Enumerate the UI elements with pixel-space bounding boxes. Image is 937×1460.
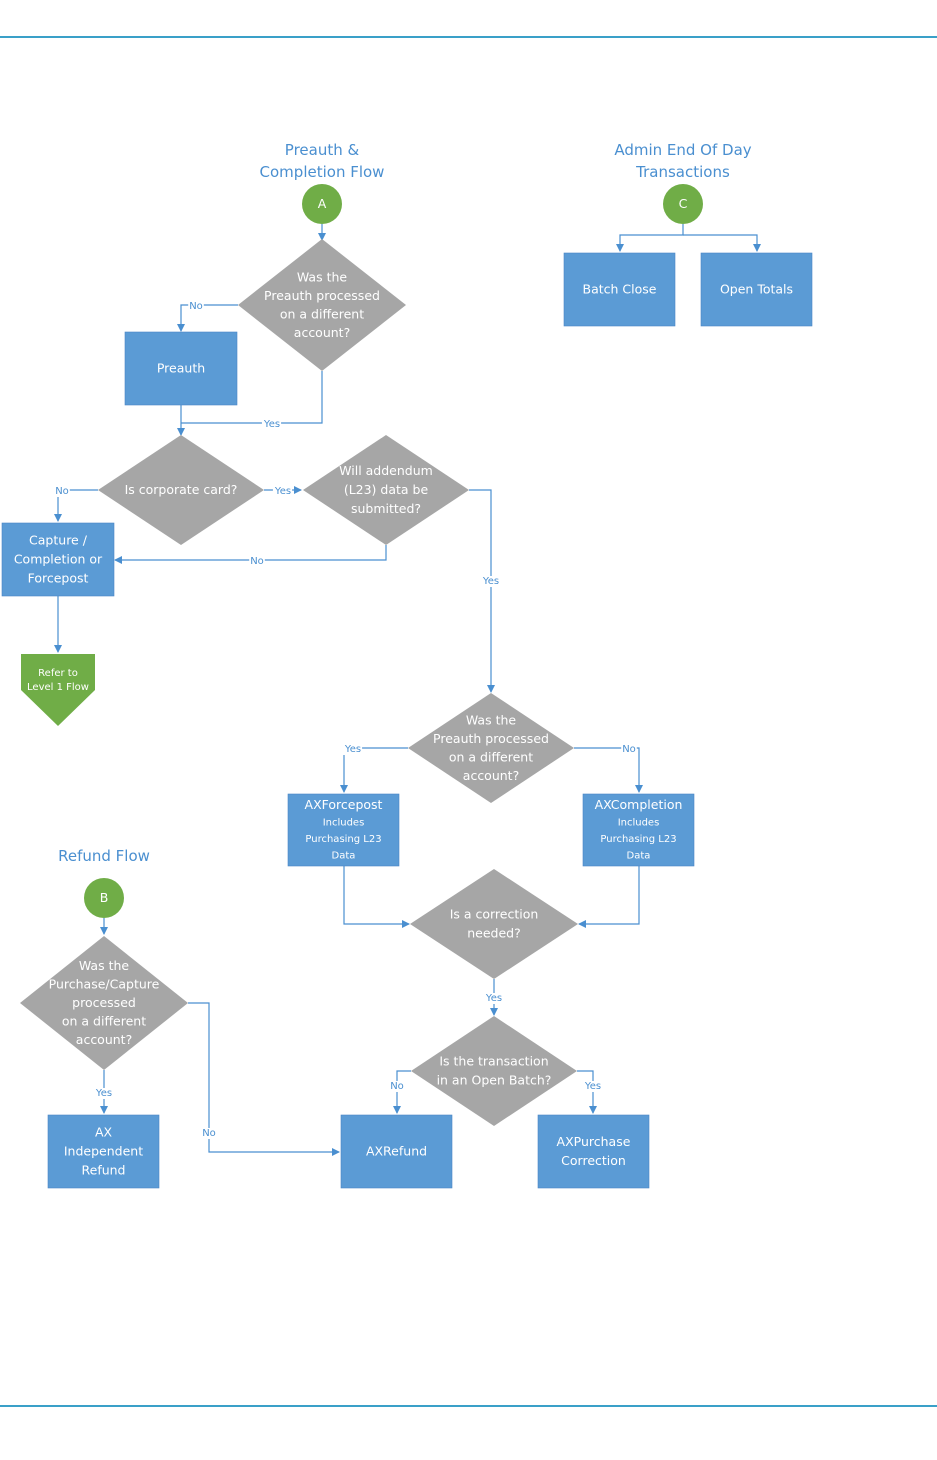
decision-purchase-capture-different-account-text: Was the (79, 958, 130, 973)
edge-q1-no (177, 304, 238, 332)
refer-to-level1-offpage-text: Level 1 Flow (27, 682, 89, 693)
ax-independent-refund-box-text: Independent (64, 1144, 143, 1159)
decision-purchase-capture-different-account-text: account? (76, 1032, 132, 1047)
decision-correction-needed-text: Is a correction (450, 907, 539, 922)
edge-label-no-4: No (622, 744, 636, 755)
axforcepost-box-text: AXForcepost (305, 797, 383, 812)
decision-addendum-data-text: submitted? (351, 501, 421, 516)
connector-a: A (302, 184, 342, 224)
edge-label-yes-6: Yes (584, 1081, 601, 1092)
connector-a-text: A (318, 196, 327, 211)
axforcepost-box-text: Purchasing L23 (305, 834, 381, 845)
connector-c: C (663, 184, 703, 224)
open-totals-box: Open Totals (700, 252, 813, 327)
edge-addendum-no (114, 545, 387, 564)
decision-purchase-capture-different-account-text: Purchase/Capture (49, 977, 160, 992)
open-totals-box-text: Open Totals (720, 282, 793, 297)
edge-addendum-yes (469, 489, 495, 693)
edge-openbatch-no (393, 1070, 411, 1114)
axrefund-box-text: AXRefund (366, 1144, 427, 1159)
decision-preauth-different-account-2-text: Was the (466, 712, 517, 727)
edge-q1-yes (181, 371, 323, 424)
decision-preauth-different-account-2-text: account? (463, 768, 519, 783)
decision-preauth-different-account-2-text: Preauth processed (433, 731, 549, 746)
connector-c-text: C (679, 196, 688, 211)
edge-label-yes-7: Yes (95, 1088, 112, 1099)
preauth-box: Preauth (124, 331, 238, 406)
axpurchase-correction-box-text: Correction (561, 1153, 626, 1168)
decision-preauth-different-account-text: on a different (280, 306, 364, 321)
refer-to-level1-offpage: Refer to Level 1 Flow (21, 654, 95, 726)
connector-b-text: B (100, 890, 109, 905)
decision-open-batch-text: in an Open Batch? (437, 1073, 552, 1088)
axcompletion-box-text: Includes (618, 817, 660, 828)
refund-flow-title: Refund Flow (58, 847, 150, 865)
decision-purchase-capture-different-account-text: on a different (62, 1014, 146, 1029)
capture-completion-forcepost-box-text: Capture / (29, 533, 88, 548)
edge-refund-q-no (188, 1002, 340, 1156)
decision-preauth-different-account-2-text: on a different (449, 749, 533, 764)
axcompletion-box-text: AXCompletion (595, 797, 683, 812)
edge-label-yes-5: Yes (485, 993, 502, 1004)
admin-flow-title: Admin End Of Day Transactions (614, 141, 752, 181)
preauth-flow-title: Preauth & Completion Flow (259, 141, 385, 181)
top-rule (0, 36, 937, 38)
capture-completion-forcepost-box-text: Completion or (14, 552, 103, 567)
axpurchase-correction-box-text: AXPurchase (557, 1134, 631, 1149)
decision-preauth-different-account-text: Preauth processed (264, 288, 380, 303)
decision-preauth-different-account-text: Was the (297, 269, 348, 284)
edge-label-yes-2: Yes (274, 486, 291, 497)
edge-completion-to-correction (578, 866, 640, 928)
edge-label-no-3: No (250, 556, 264, 567)
capture-completion-forcepost-box: Capture / Completion or Forcepost (1, 522, 115, 597)
edge-forcepost-to-correction (343, 866, 410, 928)
batch-close-box: Batch Close (563, 252, 676, 327)
ax-independent-refund-box-text: Refund (82, 1163, 126, 1178)
refer-to-level1-offpage-text: Refer to (38, 668, 78, 679)
edge-label-yes-1: Yes (263, 419, 280, 430)
edge-label-no-1: No (189, 301, 203, 312)
edge-label-no-2: No (55, 486, 69, 497)
decision-preauth-different-account-text: account? (294, 325, 350, 340)
capture-completion-forcepost-box-text: Forcepost (28, 571, 89, 586)
axforcepost-box-text: Includes (323, 817, 365, 828)
edge-label-no-6: No (202, 1128, 216, 1139)
ax-independent-refund-box-text: AX (95, 1125, 113, 1140)
axcompletion-box-text: Data (627, 850, 651, 861)
preauth-box-text: Preauth (157, 361, 205, 376)
edge-label-yes-3: Yes (482, 576, 499, 587)
decision-correction-needed: Is a correction needed? (410, 869, 578, 979)
decision-purchase-capture-different-account-text: processed (72, 995, 136, 1010)
edge-c-to-open-totals (683, 234, 761, 252)
decision-open-batch: Is the transaction in an Open Batch? (411, 1016, 577, 1126)
decision-open-batch-text: Is the transaction (439, 1054, 548, 1069)
decision-addendum-data-text: (L23) data be (344, 482, 429, 497)
axforcepost-box-text: Data (332, 850, 356, 861)
edge-q2-no (574, 747, 643, 793)
edge-label-yes-4: Yes (344, 744, 361, 755)
decision-addendum-data: Will addendum (L23) data be submitted? (303, 435, 469, 545)
decision-corporate-card: Is corporate card? (98, 435, 264, 545)
edge-c-to-batch-close (616, 224, 684, 252)
axrefund-box: AXRefund (340, 1114, 453, 1189)
decision-addendum-data-text: Will addendum (339, 463, 433, 478)
decision-corporate-card-text: Is corporate card? (125, 482, 238, 497)
decision-correction-needed-text: needed? (467, 926, 521, 941)
connector-b: B (84, 878, 124, 918)
edge-openbatch-yes (577, 1070, 597, 1114)
batch-close-box-text: Batch Close (583, 282, 657, 297)
axcompletion-box-text: Purchasing L23 (600, 834, 676, 845)
bottom-rule (0, 1405, 937, 1407)
edge-label-no-5: No (390, 1081, 404, 1092)
